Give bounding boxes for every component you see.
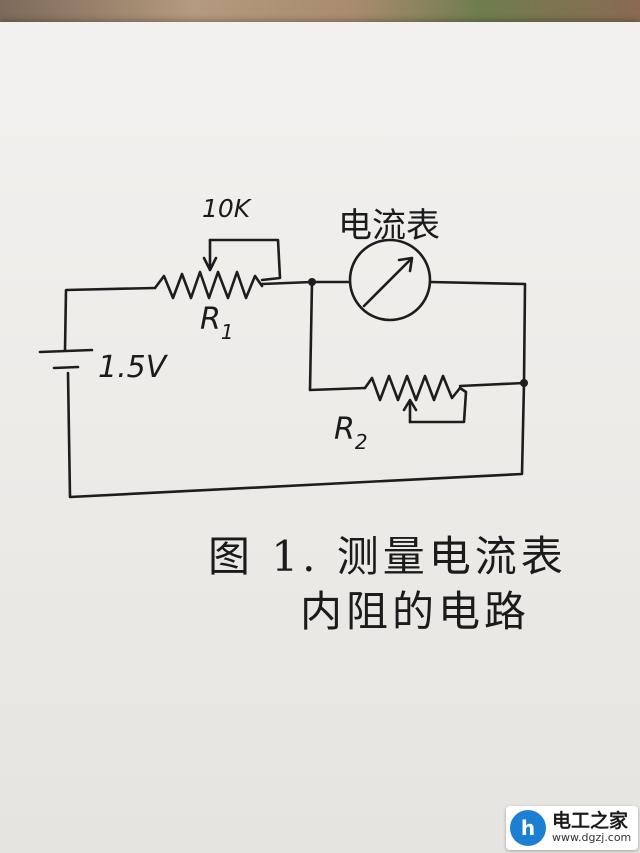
junction-dot-right [520, 379, 528, 387]
site-url: www.dgzj.com [552, 831, 632, 845]
battery-short-plate [52, 365, 80, 370]
wire-r1-node [260, 280, 314, 286]
r2-subscript: 2 [354, 430, 368, 454]
site-logo-icon: h [510, 810, 546, 846]
junction-dot-top [308, 278, 316, 286]
ammeter-needle [362, 256, 414, 308]
site-name: 电工之家 [552, 810, 629, 833]
pot-value-label: 10K [202, 194, 251, 223]
r2-pot-loop [408, 386, 468, 424]
r1-pot-loop [208, 238, 282, 282]
paper-sheet [0, 22, 640, 853]
r2-letter: R [334, 412, 355, 447]
r1-letter: R [200, 302, 221, 337]
meter-label: 电流表 [338, 206, 440, 246]
battery-voltage-label: 1.5V [98, 350, 167, 385]
figure-caption-line2: 内阻的电路 [300, 587, 531, 636]
wire-meter-right [428, 280, 527, 385]
site-watermark: h 电工之家 www.dgzj.com [506, 806, 638, 850]
r1-subscript: 1 [220, 320, 234, 344]
figure-caption-line1: 图 1. 测量电流表 [208, 532, 567, 581]
r2-wiper [402, 398, 418, 424]
wire-r2-right [458, 381, 526, 388]
wire-left-top [63, 286, 157, 352]
photo-background-strip [0, 0, 640, 26]
resistor-r1 [153, 270, 264, 300]
r1-label: R1 [200, 302, 234, 344]
r1-wiper [202, 238, 218, 272]
site-logo-text: 电工之家 www.dgzj.com [552, 810, 632, 845]
resistor-r2 [363, 374, 462, 402]
ammeter-circle [348, 238, 432, 322]
wire-right-bottom [66, 371, 526, 499]
r2-label: R2 [334, 412, 368, 454]
battery-long-plate [38, 348, 94, 354]
wire-branch-left [308, 280, 367, 392]
